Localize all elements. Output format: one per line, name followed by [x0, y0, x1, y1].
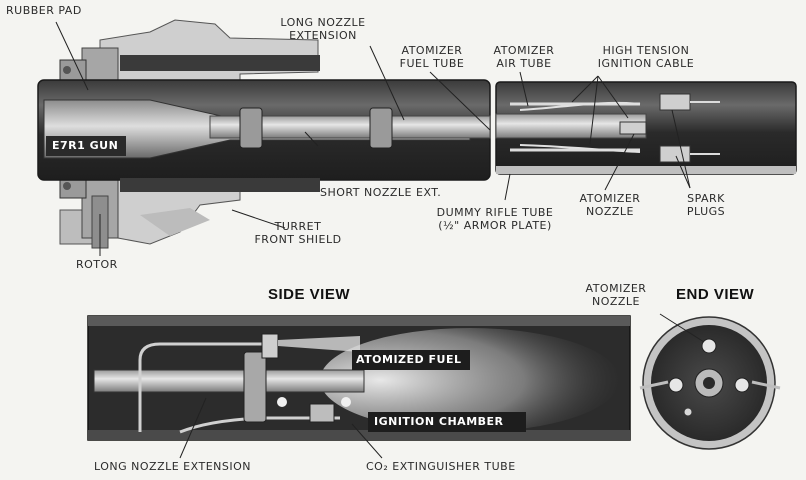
leader-lines-top	[55, 21, 691, 256]
clamp-1	[239, 107, 263, 149]
label-turret-front-shield: TURRET FRONT SHIELD	[236, 220, 360, 246]
label-short-nozzle-ext: SHORT NOZZLE EXT.	[320, 186, 442, 199]
label-end-view-atomizer-nozzle: ATOMIZER NOZZLE	[576, 282, 656, 308]
label-line: HIGH TENSION	[602, 44, 690, 57]
label-atomizer-nozzle: ATOMIZER NOZZLE	[570, 192, 650, 218]
label-line: AIR TUBE	[496, 57, 552, 70]
label-line: PLUGS	[686, 205, 726, 218]
label-atomized-fuel: ATOMIZED FUEL	[356, 353, 462, 366]
end-view-co2	[684, 408, 692, 416]
label-line: FRONT SHIELD	[254, 233, 342, 246]
label-line: TURRET	[274, 220, 322, 233]
end-view-leader	[659, 313, 705, 343]
label-spark-plugs: SPARK PLUGS	[676, 192, 736, 218]
atomizer-nozzle-top	[619, 121, 647, 135]
side-long-nozzle	[93, 369, 365, 393]
end-view-spark-left	[668, 377, 684, 393]
label-co2-extinguisher-tube: CO₂ EXTINGUISHER TUBE	[366, 460, 516, 473]
label-line: NOZZLE	[585, 205, 635, 218]
long-nozzle-pipe	[209, 115, 491, 139]
label-line: IGNITION CABLE	[597, 57, 695, 70]
label-line: SPARK	[687, 192, 725, 205]
leader-lines-bottom	[179, 397, 383, 459]
spark-plug-upper	[659, 93, 691, 111]
label-line: ATOMIZER	[579, 192, 641, 205]
label-long-nozzle-extension-top: LONG NOZZLE EXTENSION	[268, 16, 378, 42]
label-atomizer-fuel-tube: ATOMIZER FUEL TUBE	[392, 44, 472, 70]
side-spark-2	[341, 397, 351, 407]
ignition-chamber-tag	[368, 412, 526, 432]
side-clamp	[243, 351, 267, 423]
side-spark-1	[277, 397, 287, 407]
label-ignition-chamber: IGNITION CHAMBER	[374, 415, 504, 428]
heading-side-view: SIDE VIEW	[268, 286, 351, 303]
shield-bottom-band	[120, 178, 320, 192]
end-view-center	[703, 377, 715, 389]
label-line: DUMMY RIFLE TUBE	[436, 206, 554, 219]
spark-plug-lower	[659, 145, 691, 163]
end-view-atomizer-nozzle	[701, 338, 717, 354]
end-view-spark-right	[734, 377, 750, 393]
side-fuel-line	[138, 342, 262, 432]
label-rubber-pad: RUBBER PAD	[6, 4, 82, 17]
label-line: ATOMIZER	[493, 44, 555, 57]
label-high-tension-ignition-cable: HIGH TENSION IGNITION CABLE	[578, 44, 714, 70]
label-line: LONG NOZZLE	[280, 16, 366, 29]
clamp-2	[369, 107, 393, 149]
label-line: NOZZLE	[591, 295, 641, 308]
heading-end-view: END VIEW	[676, 286, 755, 303]
label-line: ATOMIZER	[585, 282, 647, 295]
label-gun: E7R1 GUN	[52, 139, 119, 152]
label-rotor: ROTOR	[76, 258, 118, 271]
gun-label-plate	[46, 136, 126, 156]
armor-plate	[496, 166, 796, 174]
atomized-fuel-tag	[352, 350, 470, 370]
label-line: FUEL TUBE	[399, 57, 465, 70]
label-dummy-rifle-tube: DUMMY RIFLE TUBE (½" ARMOR PLATE)	[420, 206, 570, 232]
side-atomizer	[261, 333, 279, 359]
label-line: ATOMIZER	[401, 44, 463, 57]
label-long-nozzle-extension-bottom: LONG NOZZLE EXTENSION	[94, 460, 251, 473]
label-line: EXTENSION	[289, 29, 357, 42]
label-atomizer-air-tube: ATOMIZER AIR TUBE	[484, 44, 564, 70]
shield-top-band	[120, 55, 320, 71]
label-line: (½" ARMOR PLATE)	[438, 219, 552, 232]
